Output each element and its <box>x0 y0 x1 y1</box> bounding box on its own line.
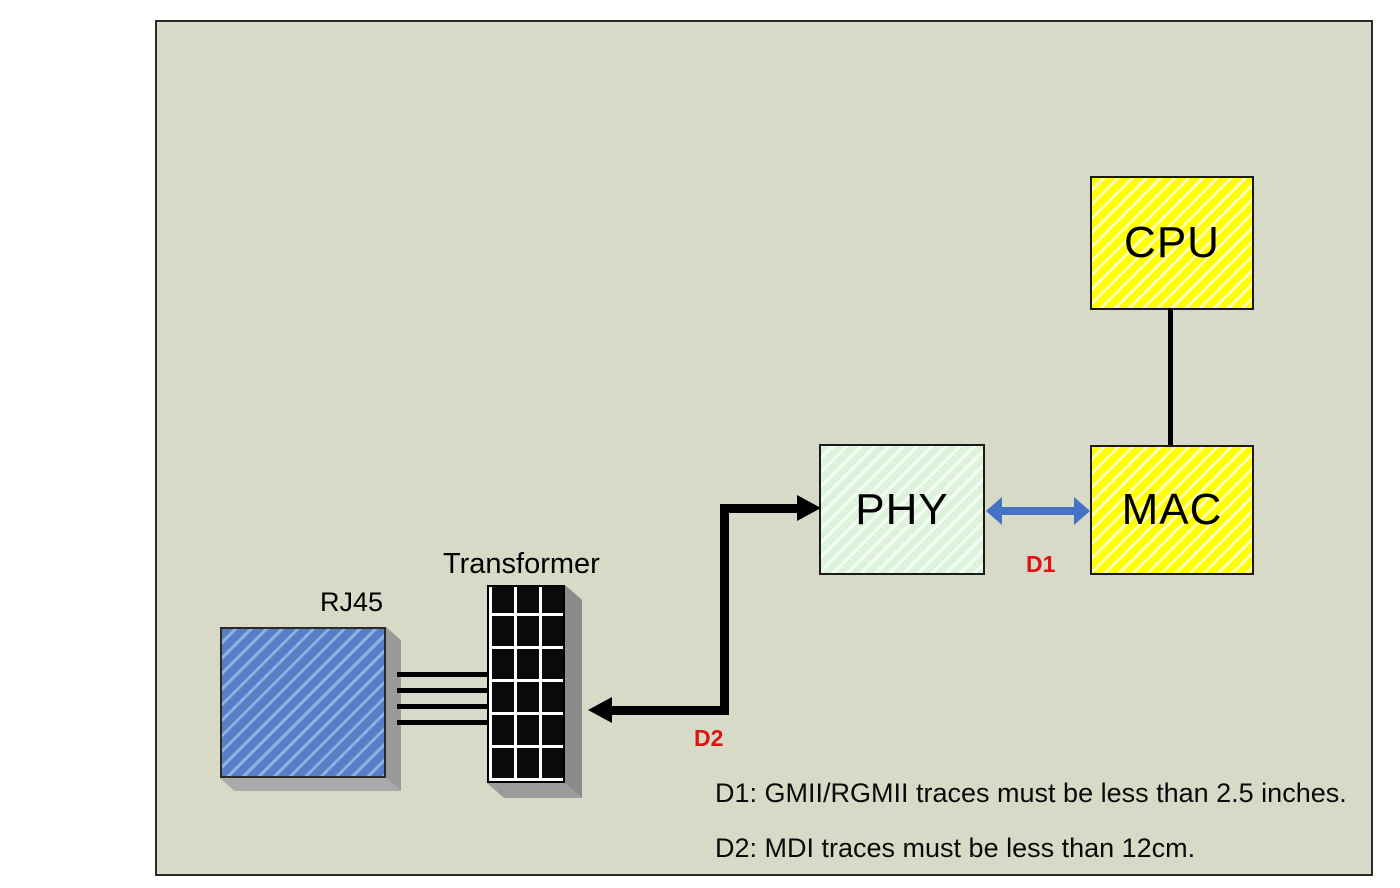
transformer-3d-bottom <box>487 783 582 798</box>
mac-block: MAC <box>1090 445 1254 575</box>
note-d2: D2: MDI traces must be less than 12cm. <box>715 833 1196 863</box>
mdi-trace-top-segment <box>720 504 800 513</box>
arrow-right-head-icon <box>1074 497 1090 525</box>
rj45-transformer-wire <box>397 688 489 693</box>
phy-label: PHY <box>855 484 949 534</box>
transformer-block <box>487 585 565 783</box>
arrow-left-head-icon <box>986 497 1002 525</box>
cpu-label: CPU <box>1124 218 1220 267</box>
cpu-mac-connector-line <box>1168 308 1173 447</box>
mdi-trace-arrowhead-to-phy-icon <box>797 495 821 521</box>
cpu-block: CPU <box>1090 176 1254 310</box>
rj45-block <box>220 627 386 778</box>
transformer-3d-side <box>565 585 582 798</box>
transformer-label: Transformer <box>443 548 600 580</box>
diagram-canvas: CPU MAC PHY D1 D2 Transformer <box>155 20 1373 876</box>
arrow-shaft <box>999 507 1077 515</box>
phy-block: PHY <box>819 444 985 575</box>
mdi-trace-arrowhead-to-transformer-icon <box>588 697 612 723</box>
rj45-transformer-wire <box>397 672 489 677</box>
note-d1: D1: GMII/RGMII traces must be less than … <box>715 778 1347 808</box>
d1-distance-label: D1 <box>1026 551 1056 577</box>
rj45-transformer-wire <box>397 720 489 725</box>
phy-mac-double-arrow <box>986 497 1090 525</box>
mac-label: MAC <box>1121 485 1223 534</box>
rj45-transformer-wire <box>397 704 489 709</box>
d2-distance-label: D2 <box>694 725 724 751</box>
rj45-label: RJ45 <box>320 587 384 617</box>
mdi-trace-bottom-segment <box>612 706 729 715</box>
mdi-trace-vertical-segment <box>720 504 729 715</box>
rj45-3d-bottom <box>220 778 401 791</box>
rj45-3d-side <box>386 627 401 791</box>
